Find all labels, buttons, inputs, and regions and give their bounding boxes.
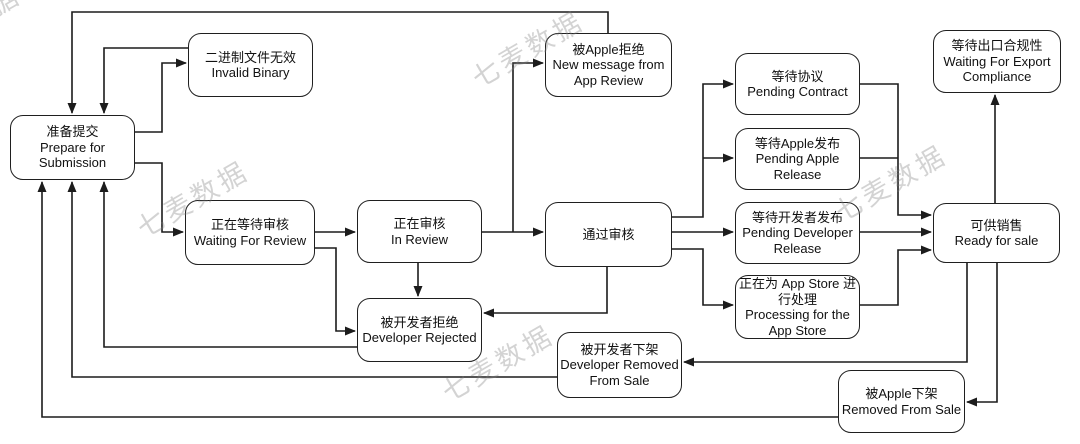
edge-pending-contract-to-ready — [860, 83, 932, 220]
node-label: Developer Removed — [560, 357, 679, 373]
node-label: Waiting For Export — [943, 53, 1051, 69]
node-label: In Review — [390, 231, 449, 247]
node-label: Prepare for — [39, 139, 106, 155]
node-label: Submission — [38, 155, 107, 171]
node-label: 等待出口合规性 — [951, 38, 1043, 54]
node-label: Pending Contract — [747, 84, 848, 99]
node-label: 被开发者拒绝 — [380, 314, 459, 330]
node-label: 正在等待审核 — [210, 217, 289, 232]
edge-processing-to-ready — [860, 245, 932, 306]
edge-waiting-to-developer-rejected — [315, 247, 356, 336]
node-label: 可供销售 — [970, 217, 1023, 233]
node-label: 二进制文件无效 — [204, 49, 296, 65]
edge-prepare-to-invalid-binary — [135, 58, 187, 133]
node-label: Release — [773, 166, 822, 182]
node-label: 被开发者下架 — [580, 341, 659, 357]
node-label: Pending Developer — [742, 225, 853, 241]
edge-app-review-msg-to-prepare — [67, 11, 609, 114]
node-label: 等待Apple发布 — [754, 135, 841, 151]
edge-invalid-binary-to-prepare — [99, 47, 188, 114]
node-label: 被Apple下架 — [865, 386, 938, 401]
node-label: Release — [773, 240, 822, 256]
node-label: From Sale — [589, 372, 650, 388]
node-label: Waiting For Review — [193, 232, 307, 248]
node-label: App Store — [768, 322, 827, 338]
edge-passed-to-pending-contract — [672, 79, 734, 218]
node-label: 行处理 — [777, 291, 817, 307]
node-label: 等待开发者发布 — [751, 209, 843, 225]
node-label: 通过审核 — [582, 226, 635, 242]
edge-passed-to-processing — [672, 248, 734, 310]
node-label: 正在为 App Store 进 — [738, 276, 857, 291]
node-label: 准备提交 — [46, 124, 99, 140]
node-label: App Review — [573, 72, 644, 88]
edge-developer-rejected-to-prepare — [99, 181, 357, 348]
node-label: Developer Rejected — [362, 330, 477, 345]
node-label: Invalid Binary — [211, 65, 290, 80]
node-label: Pending Apple — [755, 151, 840, 167]
node-label: Compliance — [962, 69, 1032, 85]
edge-developer-removed-to-prepare — [67, 181, 557, 378]
edge-prepare-to-waiting-for-review — [135, 162, 184, 237]
node-label: 被Apple拒绝 — [572, 41, 645, 57]
edge-removed-from-sale-to-prepare — [37, 181, 838, 418]
edge-ready-to-developer-removed — [683, 263, 968, 367]
watermark: 七麦数据 — [0, 0, 27, 68]
node-passed-review: 通过审核 — [545, 202, 672, 267]
edge-ready-to-removed-from-sale — [966, 263, 998, 407]
node-label: 正在审核 — [393, 216, 446, 231]
node-label: Processing for the — [745, 307, 850, 322]
node-label: New message from — [552, 57, 665, 73]
edge-passed-to-developer-rejected — [483, 267, 608, 318]
node-label: Removed From Sale — [841, 401, 962, 417]
node-label: Ready for sale — [954, 233, 1039, 248]
node-label: 等待协议 — [771, 68, 824, 84]
edge-in-review-to-app-review-msg — [512, 58, 544, 232]
